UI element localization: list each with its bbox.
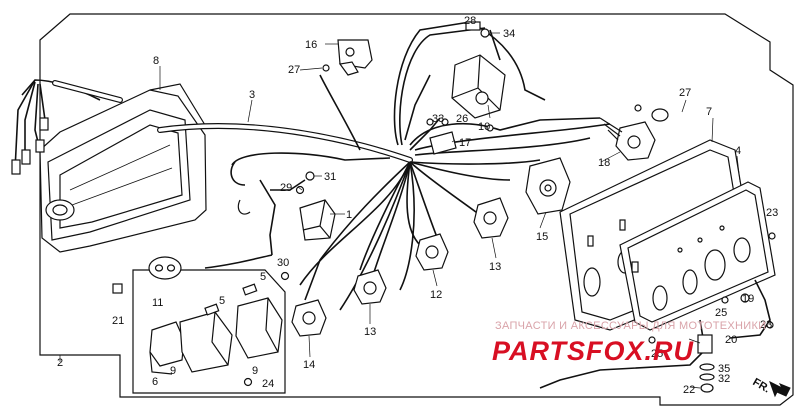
part-label-35: 35 xyxy=(718,363,730,375)
part-label-9-left: 9 xyxy=(170,365,176,377)
connector-20 xyxy=(697,334,713,354)
part-label-14: 14 xyxy=(303,359,315,371)
part-label-25-upper: 25 xyxy=(715,307,727,319)
nut-31 xyxy=(305,171,315,181)
part-label-17: 17 xyxy=(459,137,471,149)
clip-21 xyxy=(112,283,123,294)
part-label-28: 28 xyxy=(464,15,476,27)
leader-lines xyxy=(59,32,741,389)
kit-part-5-b xyxy=(242,283,258,296)
part-label-23-right: 23 xyxy=(766,207,778,219)
part-label-21: 21 xyxy=(112,315,124,327)
part-label-24: 24 xyxy=(262,378,274,390)
kit-part-6 xyxy=(149,321,185,375)
part-label-27-right: 27 xyxy=(679,87,691,99)
part-label-7: 7 xyxy=(706,106,712,118)
connector-16 xyxy=(322,39,373,76)
switch-15 xyxy=(525,157,571,215)
grommet-11 xyxy=(148,256,182,280)
part-label-15: 15 xyxy=(536,231,548,243)
headlight-housing xyxy=(39,83,207,253)
part-label-18: 18 xyxy=(598,157,610,169)
part-label-25-lower: 25 xyxy=(651,348,663,360)
clip-near-29 xyxy=(237,199,251,215)
kit-part-9-left xyxy=(179,311,233,373)
part-label-10: 10 xyxy=(478,121,490,133)
switch-12 xyxy=(415,233,449,271)
part-label-20: 20 xyxy=(725,334,737,346)
part-label-8: 8 xyxy=(153,55,159,67)
part-label-30: 30 xyxy=(277,257,289,269)
housing-wire-leads xyxy=(11,79,123,175)
wire-right xyxy=(729,279,771,339)
part-label-19: 19 xyxy=(742,293,754,305)
part-label-11: 11 xyxy=(152,297,163,309)
panel-plate-4 xyxy=(619,181,776,331)
kit-part-5-a xyxy=(204,303,220,316)
switch-14 xyxy=(291,299,327,337)
nut-22 xyxy=(700,383,714,393)
relay-1 xyxy=(299,199,336,241)
part-label-31: 31 xyxy=(324,171,336,183)
front-direction-indicator: FR. xyxy=(751,376,791,398)
bolt-23-lower xyxy=(766,321,774,329)
part-label-32: 32 xyxy=(718,373,730,385)
part-label-12: 12 xyxy=(430,289,442,301)
part-label-13-upper: 13 xyxy=(489,261,501,273)
part-label-2: 2 xyxy=(57,357,63,369)
switch-13-upper xyxy=(473,197,509,239)
front-direction-label: FR. xyxy=(751,376,772,395)
kit-part-9-right xyxy=(235,297,283,359)
washer-35 xyxy=(699,363,715,371)
part-label-27-top: 27 xyxy=(288,64,300,76)
part-label-5-right: 5 xyxy=(260,271,266,283)
bolt-23-right xyxy=(768,232,776,240)
screw-30 xyxy=(280,271,290,281)
part-label-26: 26 xyxy=(456,113,468,125)
part-label-9-right: 9 xyxy=(252,365,258,377)
screw-24 xyxy=(243,377,253,387)
diagram-boundary xyxy=(39,13,794,406)
switch-13-lower xyxy=(353,269,387,305)
screw-29 xyxy=(295,185,305,195)
part-label-13-lower: 13 xyxy=(364,326,376,338)
connector-17 xyxy=(426,118,457,155)
part-label-34: 34 xyxy=(503,28,515,40)
part-label-5-left: 5 xyxy=(219,295,225,307)
part-label-4: 4 xyxy=(735,145,741,157)
part-label-16: 16 xyxy=(305,39,317,51)
screw-25-b xyxy=(648,336,656,344)
watermark-logo: PARTSFOX.RU xyxy=(492,336,695,366)
part-label-6: 6 xyxy=(152,376,158,388)
clip-28-34 xyxy=(465,21,490,38)
relay-box-10 xyxy=(451,54,506,132)
kit-bracket xyxy=(132,269,286,394)
part-label-29: 29 xyxy=(280,182,292,194)
switch-18 xyxy=(599,104,669,161)
part-label-22: 22 xyxy=(683,384,695,396)
washer-32 xyxy=(699,373,715,381)
part-label-33: 33 xyxy=(432,113,444,125)
part-label-1: 1 xyxy=(346,209,352,221)
part-labels: 8 3 16 27 28 34 33 26 10 17 27 7 4 18 31… xyxy=(57,15,778,396)
part-label-3: 3 xyxy=(249,89,255,101)
watermark-tagline: ЗАПЧАСТИ И АКСЕССУАРЫ ДЛЯ МОТОТЕХНИКИ xyxy=(495,320,766,332)
part-label-23-lower: 23 xyxy=(760,319,772,331)
front-arrow-icon xyxy=(769,380,791,398)
bulb-19 xyxy=(740,293,750,303)
screw-25-a xyxy=(721,296,729,304)
